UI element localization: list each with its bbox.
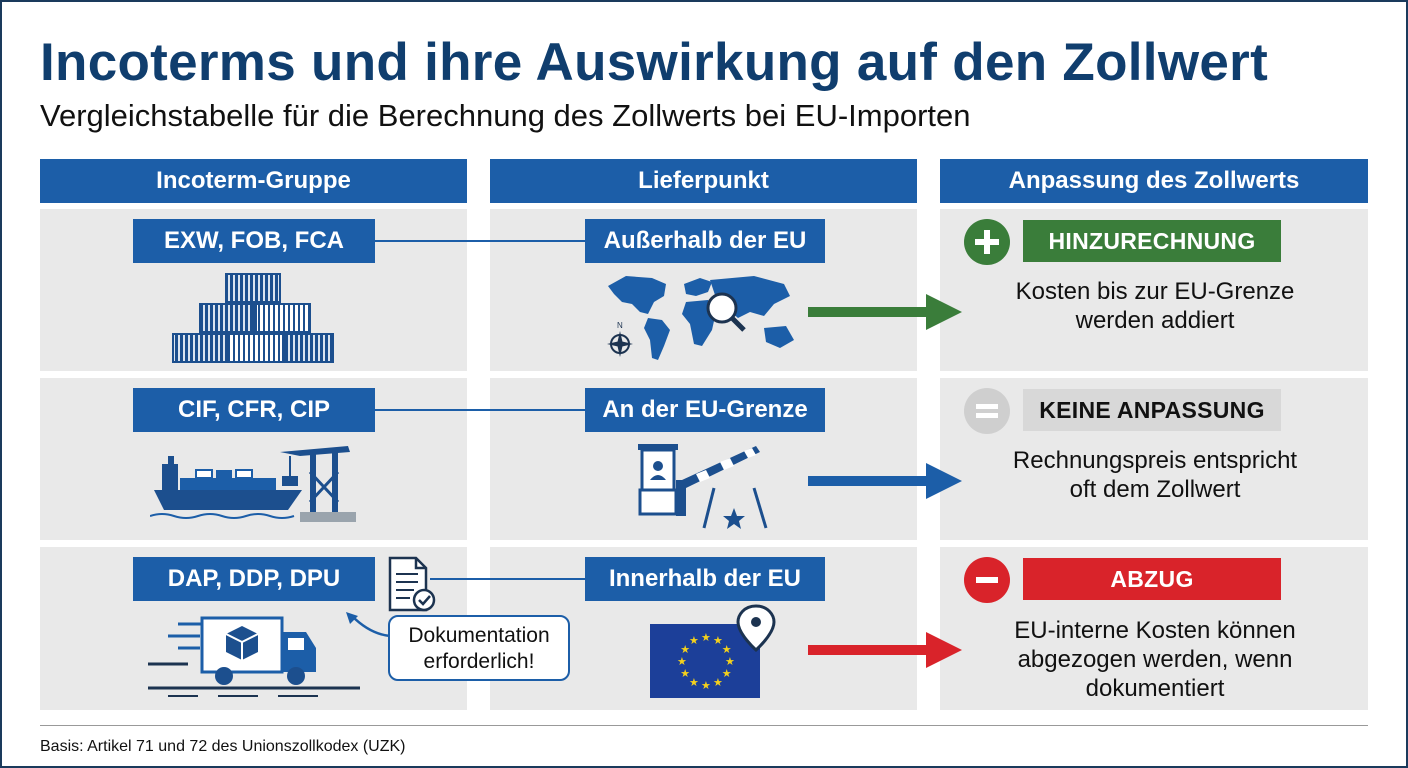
row2-desc-line2: oft dem Zollwert — [1069, 476, 1241, 503]
row3-desc-line2: abgezogen werden, wenn — [1017, 646, 1293, 673]
plus-icon — [964, 219, 1010, 265]
eu-flag-pin-icon: ★★★★★★★★★★★★ — [650, 604, 776, 698]
shipping-containers-icon — [172, 273, 334, 363]
eu-star-icon: ★ — [722, 643, 732, 656]
row1-arrow-icon — [808, 294, 962, 330]
row1-desc-line1: Kosten bis zur EU-Grenze — [1015, 278, 1295, 305]
row1-point-tag: Außerhalb der EU — [585, 219, 825, 263]
eu-star-icon: ★ — [677, 655, 687, 668]
equals-icon — [964, 388, 1010, 434]
svg-text:N: N — [617, 321, 623, 330]
row1-desc-line2: werden addiert — [1075, 307, 1235, 334]
eu-star-icon: ★ — [701, 679, 711, 692]
note-line-1: Dokumentation — [408, 624, 550, 647]
eu-star-icon: ★ — [713, 676, 723, 689]
row3-desc-line3: dokumentiert — [1085, 675, 1225, 702]
world-map-magnifier-icon: N — [607, 276, 794, 360]
eu-star-icon: ★ — [680, 643, 690, 656]
minus-icon — [964, 557, 1010, 603]
row1-adjustment-description: Kosten bis zur EU-Grenze werden addiert — [960, 277, 1350, 335]
row2-connector-line — [375, 409, 585, 411]
row3-adjustment-label: ABZUG — [1023, 558, 1281, 600]
column-header-adjustment: Anpassung des Zollwerts — [940, 159, 1368, 203]
row2-group-tag: CIF, CFR, CIP — [133, 388, 375, 432]
row1-connector-line — [375, 240, 585, 242]
row2-arrow-icon — [808, 463, 962, 499]
cargo-ship-crane-icon — [150, 446, 356, 522]
row3-group-tag: DAP, DDP, DPU — [133, 557, 375, 601]
page-subtitle: Vergleichstabelle für die Berechnung des… — [40, 98, 971, 133]
note-line-2: erforderlich! — [423, 650, 535, 673]
eu-star-icon: ★ — [725, 655, 735, 668]
row3-point-tag: Innerhalb der EU — [585, 557, 825, 601]
footer-divider — [40, 725, 1368, 726]
row3-arrow-icon — [808, 632, 962, 668]
delivery-truck-icon — [148, 616, 360, 697]
row2-desc-line1: Rechnungspreis entspricht — [1012, 447, 1298, 474]
row3-desc-line1: EU-interne Kosten können — [1014, 617, 1296, 644]
page-title: Incoterms und ihre Auswirkung auf den Zo… — [40, 33, 1269, 92]
row1-adjustment-label: HINZURECHNUNG — [1023, 220, 1281, 262]
document-check-icon — [388, 556, 436, 612]
eu-star-icon: ★ — [680, 667, 690, 680]
eu-star-icon: ★ — [713, 634, 723, 647]
eu-star-icon: ★ — [722, 667, 732, 680]
border-barrier-icon — [638, 444, 768, 529]
row3-connector-line — [430, 578, 585, 580]
eu-star-icon: ★ — [689, 634, 699, 647]
eu-star-icon: ★ — [689, 676, 699, 689]
bubble-pointer-arrow-icon — [346, 612, 391, 638]
documentation-note-bubble: Dokumentation erforderlich! — [388, 615, 570, 681]
row3-adjustment-description: EU-interne Kosten können abgezogen werde… — [960, 616, 1350, 703]
row2-adjustment-label: KEINE ANPASSUNG — [1023, 389, 1281, 431]
row1-group-tag: EXW, FOB, FCA — [133, 219, 375, 263]
row2-point-tag: An der EU-Grenze — [585, 388, 825, 432]
column-header-incoterm-group: Incoterm-Gruppe — [40, 159, 467, 203]
column-header-delivery-point: Lieferpunkt — [490, 159, 917, 203]
eu-star-icon: ★ — [701, 631, 711, 644]
row2-adjustment-description: Rechnungspreis entspricht oft dem Zollwe… — [960, 446, 1350, 504]
footer-source: Basis: Artikel 71 und 72 des Unionszollk… — [40, 738, 406, 755]
